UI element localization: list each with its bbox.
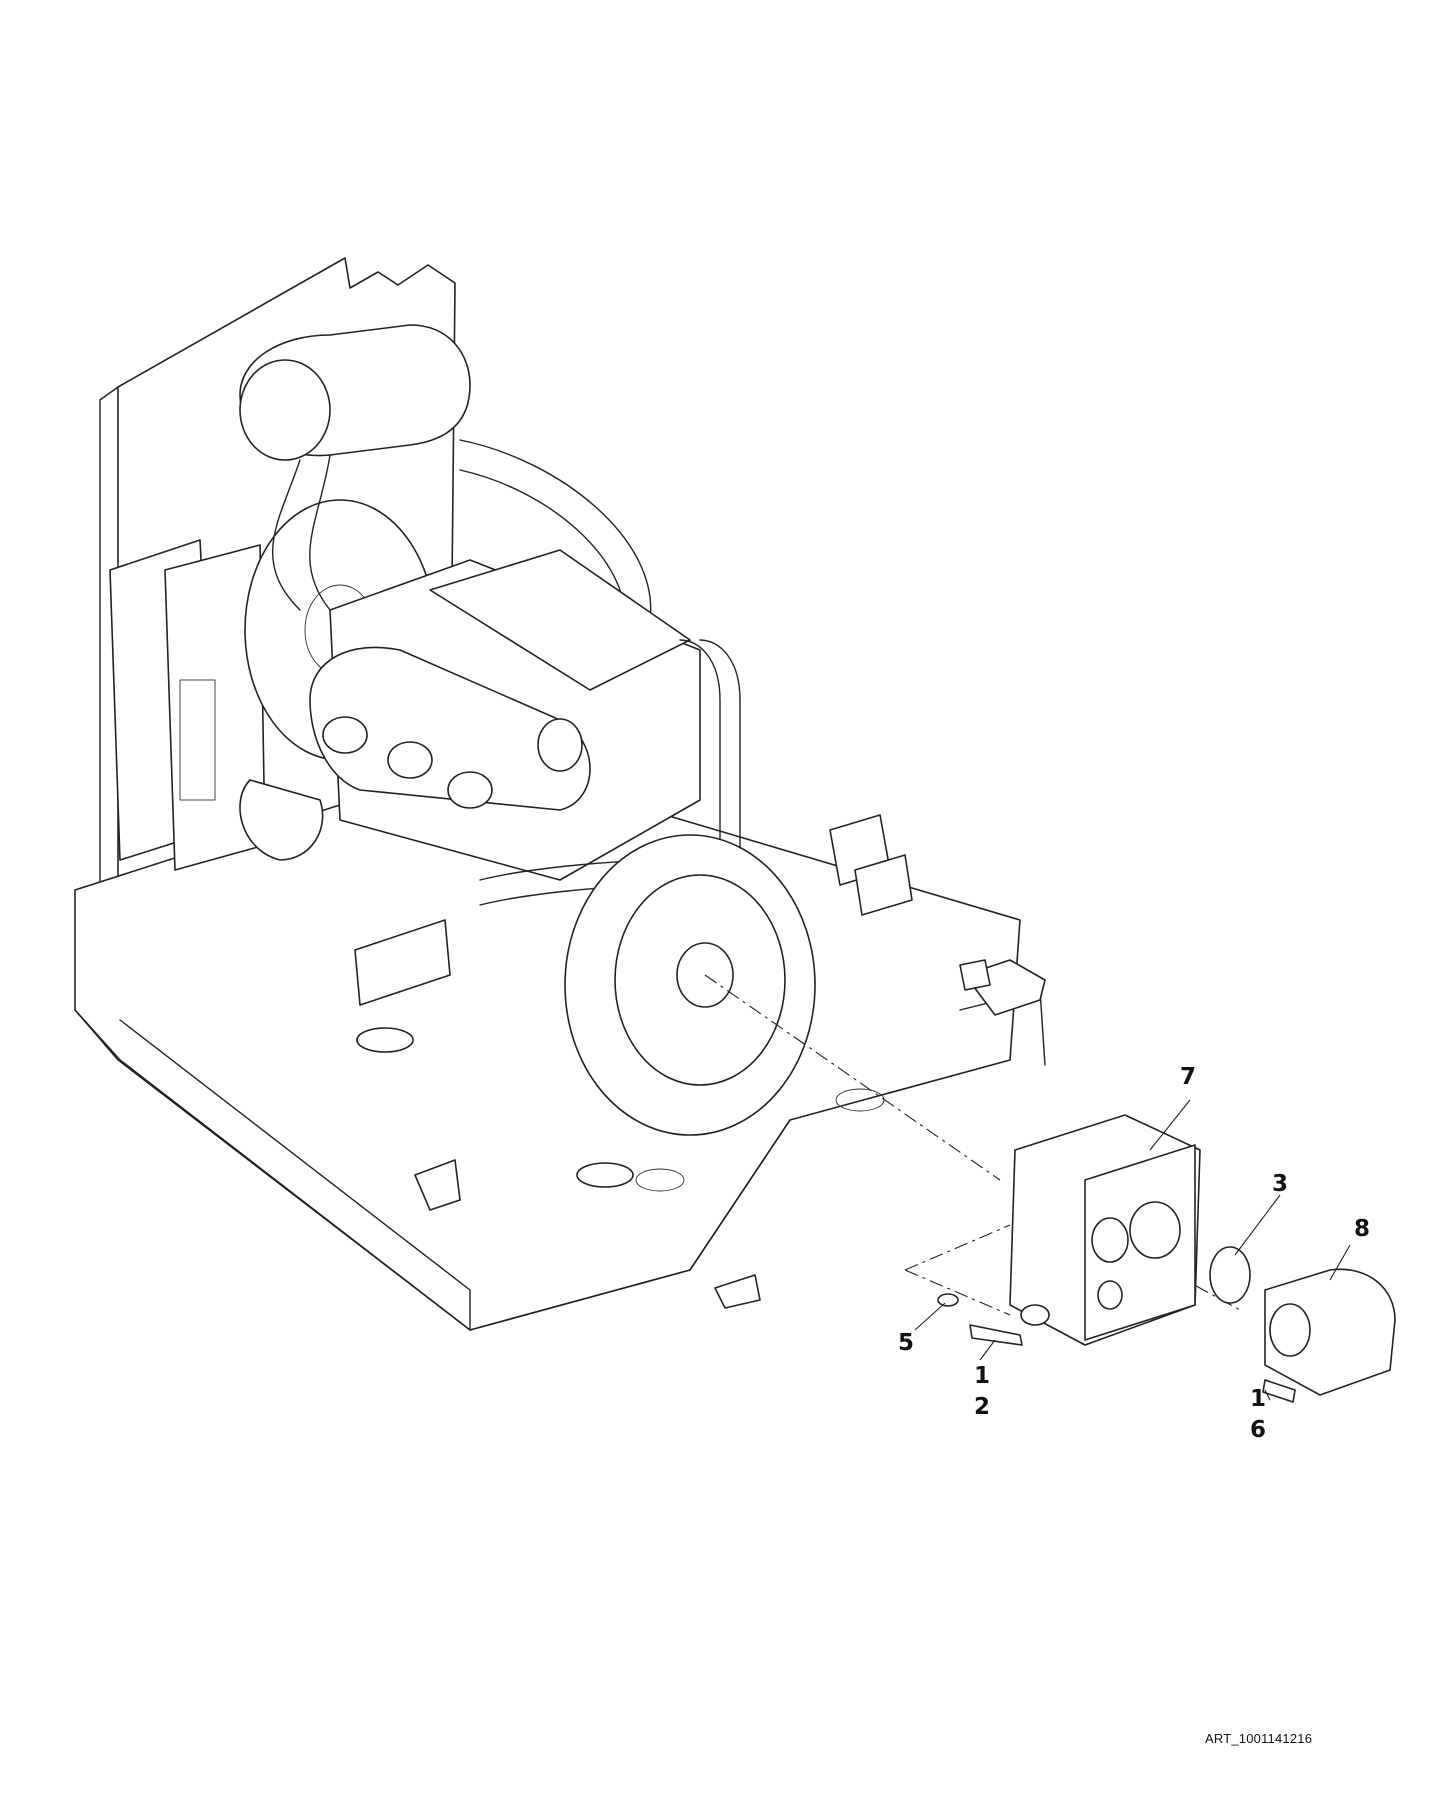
hydraulic-pump [1009, 1114, 1201, 1346]
callout-3[interactable]: 3 [1272, 1171, 1289, 1197]
callout-8[interactable]: 8 [1354, 1216, 1371, 1242]
art-number: ART_1001141216 [1205, 1731, 1313, 1746]
frame-valves [829, 814, 991, 991]
bolt-centerline [904, 1224, 1011, 1316]
air-filter [239, 324, 471, 611]
gear-pump-bolt [1262, 1379, 1296, 1403]
gear-pump [1264, 1268, 1396, 1396]
engine-mount [354, 919, 634, 1188]
radiator [109, 539, 266, 871]
callout-6[interactable]: 6 [1250, 1417, 1267, 1443]
leader-lines [914, 1099, 1351, 1401]
callout-2[interactable]: 2 [974, 1394, 991, 1420]
callout-1-gear-pump-bolt[interactable]: 1 [1250, 1386, 1267, 1412]
engine-block [239, 549, 741, 906]
o-ring [1209, 1246, 1251, 1304]
pump-bolt [969, 1324, 1023, 1346]
washer [937, 1293, 959, 1307]
callout-1-pump-bolt[interactable]: 1 [974, 1363, 991, 1389]
callout-5[interactable]: 5 [898, 1330, 915, 1356]
callout-7[interactable]: 7 [1180, 1064, 1197, 1090]
flywheel-housing [564, 834, 816, 1136]
